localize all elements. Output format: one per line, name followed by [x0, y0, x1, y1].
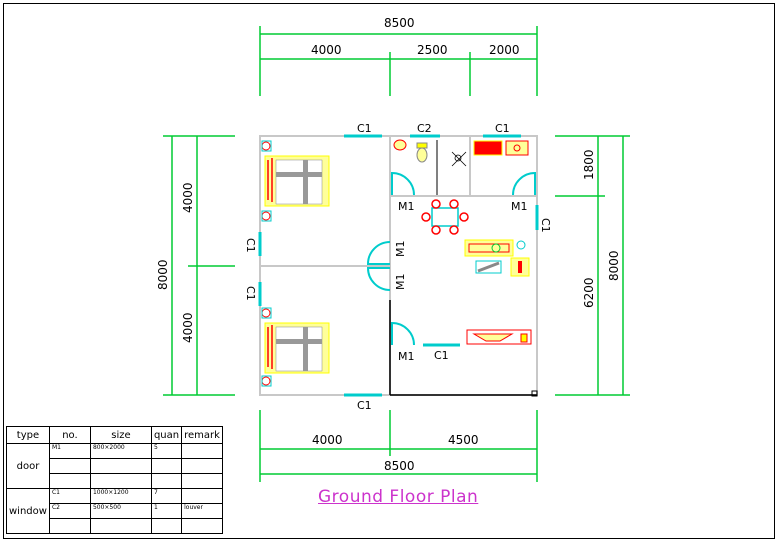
- window-c1-label: C1: [434, 349, 449, 362]
- tv-cabinet-icon: [466, 329, 532, 345]
- right-dim-2: 6200: [582, 277, 596, 308]
- top-dim-3: 2000: [489, 43, 520, 57]
- bottom-total-dim: 8500: [384, 459, 415, 473]
- schedule-type: window: [6, 488, 50, 534]
- schedule-size: 1000×1200: [89, 488, 152, 504]
- top-dimension-chain: [259, 26, 538, 96]
- table-row: [7, 473, 223, 489]
- schedule-quan: 1: [150, 503, 183, 519]
- kitchen-counter-icon: [473, 140, 529, 156]
- window-c1-label: C1: [539, 218, 552, 233]
- schedule-header-row: type no. size quan remark: [6, 426, 223, 444]
- left-dim-2: 4000: [181, 312, 195, 343]
- schedule-quan: 7: [150, 488, 183, 504]
- schedule-quan: 5: [150, 443, 183, 459]
- drawing-frame: [3, 3, 775, 539]
- door-m1-label: M1: [394, 274, 407, 291]
- door-m1-label: M1: [394, 241, 407, 258]
- bed-icon: [261, 307, 330, 387]
- right-total-dim: 8000: [607, 250, 621, 281]
- left-dimension-chain: [163, 135, 235, 396]
- schedule-no: C2: [48, 503, 91, 519]
- door-m1-label: M1: [398, 350, 415, 363]
- schedule-header: type: [6, 426, 50, 444]
- bottom-dim-2: 4500: [448, 433, 479, 447]
- window-c1-label: C1: [495, 122, 510, 135]
- schedule-header: quan: [150, 426, 183, 444]
- table-row: door M1 800×2000 5: [6, 443, 223, 489]
- top-dim-2: 2500: [417, 43, 448, 57]
- schedule-size: 800×2000: [89, 443, 152, 459]
- right-dim-1: 1800: [582, 149, 596, 180]
- top-dim-1: 4000: [311, 43, 342, 57]
- left-total-dim: 8000: [156, 259, 170, 290]
- bed-icon: [261, 140, 330, 222]
- bottom-dim-1: 4000: [312, 433, 343, 447]
- schedule-header: size: [89, 426, 152, 444]
- plan-title: Ground Floor Plan: [318, 487, 479, 507]
- window-c1-label: C1: [357, 122, 372, 135]
- bottom-dimension-chain: [259, 410, 538, 482]
- sofa-icon: [464, 239, 530, 277]
- schedule-header: remark: [181, 426, 223, 444]
- floor-drain-icon: [451, 151, 467, 167]
- windows: [258, 134, 539, 397]
- dining-table-icon: [421, 199, 469, 235]
- left-dim-1: 4000: [181, 182, 195, 213]
- door-m1-label: M1: [511, 200, 528, 213]
- schedule-remark: louver: [181, 503, 223, 519]
- toilet-icon: [393, 139, 438, 195]
- window-c2-label: C2: [417, 122, 432, 135]
- window-c1-label: C1: [244, 286, 257, 301]
- schedule-no: M1: [48, 443, 91, 459]
- doors: [366, 171, 536, 346]
- schedule-header: no.: [48, 426, 91, 444]
- right-dimension-chain: [555, 135, 630, 396]
- door-m1-label: M1: [398, 200, 415, 213]
- schedule-remark: [181, 488, 223, 504]
- schedule-remark: [181, 443, 223, 459]
- window-c1-label: C1: [357, 399, 372, 412]
- window-c1-label: C1: [244, 238, 257, 253]
- schedule-type: door: [6, 443, 50, 489]
- corner-mark: [531, 390, 538, 397]
- schedule-no: C1: [48, 488, 91, 504]
- table-row: C2 500×500 1 louver: [7, 503, 223, 519]
- schedule-size: 500×500: [89, 503, 152, 519]
- table-row: window C1 1000×1200 7: [6, 488, 223, 534]
- top-total-dim: 8500: [384, 16, 415, 30]
- door-window-schedule: type no. size quan remark door M1 800×20…: [6, 426, 223, 534]
- table-row: [7, 518, 223, 534]
